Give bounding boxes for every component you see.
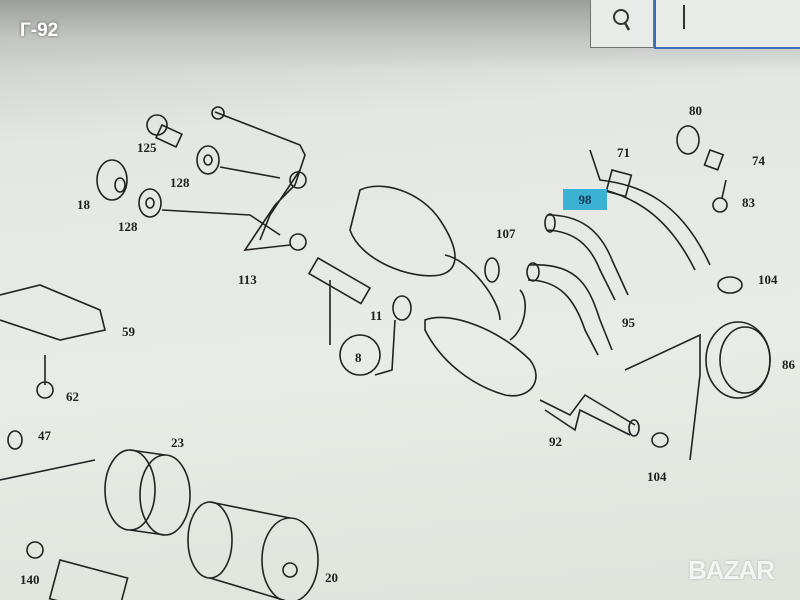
banjo-bolt-125 xyxy=(146,114,184,149)
part-label[interactable]: 71 xyxy=(617,145,630,160)
part-label[interactable]: 125 xyxy=(137,140,157,155)
tool-button[interactable] xyxy=(654,0,800,49)
magnifier-icon xyxy=(613,9,631,31)
part-label[interactable]: 95 xyxy=(622,315,635,330)
part-label[interactable]: 128 xyxy=(170,175,190,190)
cap-nut-18 xyxy=(96,159,128,201)
part-label[interactable]: 18 xyxy=(77,197,90,212)
part-label[interactable]: 92 xyxy=(549,434,562,449)
cursor-bar-icon xyxy=(683,5,685,29)
part-label[interactable]: 104 xyxy=(758,272,778,287)
part-label[interactable]: 140 xyxy=(20,572,40,587)
part-label[interactable]: 128 xyxy=(118,219,138,234)
search-button[interactable] xyxy=(590,0,654,48)
washer-128b xyxy=(138,188,162,218)
watermark-code: Г-92 xyxy=(20,20,59,41)
part-label[interactable]: 86 xyxy=(782,357,795,372)
part-label[interactable]: 113 xyxy=(238,272,257,287)
part-label[interactable]: 59 xyxy=(122,324,135,339)
part-label[interactable]: 107 xyxy=(496,226,516,241)
part-label[interactable]: 83 xyxy=(742,195,755,210)
hose-98 xyxy=(547,214,629,301)
part-label[interactable]: 8 xyxy=(355,350,362,365)
part-label[interactable]: 62 xyxy=(66,389,79,404)
part-label[interactable]: 20 xyxy=(325,570,338,585)
part-label[interactable]: 104 xyxy=(647,469,667,484)
ring-23 xyxy=(104,449,156,531)
part-label[interactable]: 74 xyxy=(752,153,765,168)
part-label[interactable]: 80 xyxy=(689,103,702,118)
pipe-113 xyxy=(214,111,306,251)
gasket-59 xyxy=(0,284,106,341)
part-label-highlighted[interactable]: 98 xyxy=(563,189,607,210)
pump-housing xyxy=(349,185,456,277)
part-label[interactable]: 11 xyxy=(370,308,383,323)
hose-95 xyxy=(527,264,613,356)
part-label[interactable]: 47 xyxy=(38,428,51,443)
hose-92 xyxy=(539,393,636,436)
part-label[interactable]: 23 xyxy=(171,435,184,450)
filter-20 xyxy=(187,501,233,579)
bazar-logo: BAZAR xyxy=(688,555,775,585)
washer-128a xyxy=(196,145,220,175)
